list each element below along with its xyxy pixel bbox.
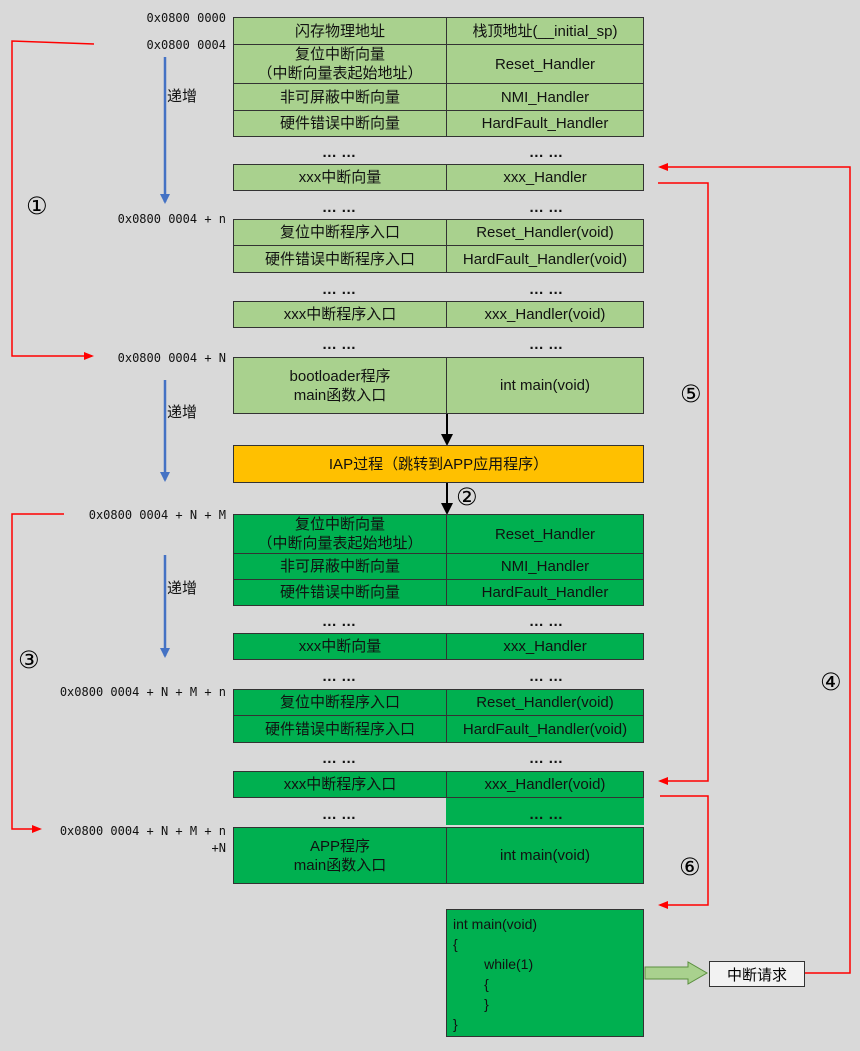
lower-ellipsis-4-right: … … bbox=[528, 806, 564, 823]
marker-3: ③ bbox=[18, 646, 40, 674]
upper-reset-handler-cell: Reset_Handler bbox=[446, 44, 644, 84]
lower-ellipsis-2-right: … … bbox=[528, 668, 564, 685]
upper-nmi-vector-cell: 非可屏蔽中断向量 bbox=[233, 83, 447, 111]
code-line: } bbox=[453, 1016, 458, 1032]
lower-ellipsis-4-left: … … bbox=[321, 806, 357, 823]
marker-4: ④ bbox=[820, 668, 842, 696]
path-6 bbox=[658, 795, 709, 909]
lower-hardfault-entry-func-cell: HardFault_Handler(void) bbox=[446, 715, 644, 743]
lower-xxx-handler-cell: xxx_Handler bbox=[446, 633, 644, 660]
interrupt-request-box: 中断请求 bbox=[709, 961, 805, 987]
marker-5: ⑤ bbox=[680, 380, 702, 408]
lower-reset-entry-func-cell: Reset_Handler(void) bbox=[446, 689, 644, 716]
lower-ellipsis-3-right: … … bbox=[528, 750, 564, 767]
lower-reset-entry-cell: 复位中断程序入口 bbox=[233, 689, 447, 716]
upper-reset-entry-cell: 复位中断程序入口 bbox=[233, 219, 447, 246]
upper-hardfault-entry-cell: 硬件错误中断程序入口 bbox=[233, 245, 447, 273]
upper-ellipsis-1-right: … … bbox=[528, 144, 564, 161]
increase-label-1: 递增 bbox=[167, 88, 198, 105]
upper-ellipsis-3-left: … … bbox=[321, 281, 357, 298]
code-line: { bbox=[453, 976, 489, 992]
lower-reset-vector-cell: 复位中断向量 （中断向量表起始地址） bbox=[233, 514, 447, 554]
lower-ellipsis-2-left: … … bbox=[321, 668, 357, 685]
marker-1: ① bbox=[26, 192, 48, 220]
upper-reset-vector-cell: 复位中断向量 （中断向量表起始地址） bbox=[233, 44, 447, 84]
marker-6: ⑥ bbox=[679, 853, 701, 881]
path-4 bbox=[658, 163, 851, 974]
upper-xxx-entry-func-cell: xxx_Handler(void) bbox=[446, 301, 644, 328]
lower-hardfault-handler-cell: HardFault_Handler bbox=[446, 579, 644, 606]
lower-ellipsis-1-left: … … bbox=[321, 613, 357, 630]
bracket-3 bbox=[11, 513, 64, 833]
lower-xxx-vector-cell: xxx中断向量 bbox=[233, 633, 447, 660]
green-block-arrow bbox=[644, 961, 708, 985]
upper-ellipsis-4-right: … … bbox=[528, 336, 564, 353]
upper-ellipsis-2-right: … … bbox=[528, 199, 564, 216]
main-code-box: int main(void) { while(1) { } } bbox=[446, 909, 644, 1037]
lower-xxx-entry-func-cell: xxx_Handler(void) bbox=[446, 771, 644, 798]
address-4-N-M-n-N-suffix: +N bbox=[211, 841, 226, 855]
lower-nmi-vector-cell: 非可屏蔽中断向量 bbox=[233, 553, 447, 580]
lower-hardfault-entry-cell: 硬件错误中断程序入口 bbox=[233, 715, 447, 743]
app-int-main-cell: int main(void) bbox=[446, 827, 644, 884]
bracket-1 bbox=[11, 40, 95, 360]
upper-ellipsis-4-left: … … bbox=[321, 336, 357, 353]
bootloader-main-cell: bootloader程序 main函数入口 bbox=[233, 357, 447, 414]
lower-ellipsis-4-right-bg bbox=[446, 798, 644, 825]
address-base: 0x0800 0000 bbox=[146, 11, 226, 25]
upper-hardfault-entry-func-cell: HardFault_Handler(void) bbox=[446, 245, 644, 273]
lower-nmi-handler-cell: NMI_Handler bbox=[446, 553, 644, 580]
code-line: while(1) bbox=[453, 956, 534, 972]
code-line: { bbox=[453, 936, 458, 952]
upper-reset-entry-func-cell: Reset_Handler(void) bbox=[446, 219, 644, 246]
address-4-n: 0x0800 0004 + n bbox=[117, 212, 226, 226]
lower-reset-handler-cell: Reset_Handler bbox=[446, 514, 644, 554]
lower-ellipsis-3-left: … … bbox=[321, 750, 357, 767]
increase-label-2: 递增 bbox=[167, 404, 198, 421]
marker-2: ② bbox=[456, 483, 478, 511]
path-5 bbox=[658, 182, 709, 785]
upper-hardfault-handler-cell: HardFault_Handler bbox=[446, 110, 644, 137]
upper-ellipsis-2-left: … … bbox=[321, 199, 357, 216]
address-4-N-M: 0x0800 0004 + N + M bbox=[88, 508, 226, 522]
code-line: } bbox=[453, 996, 489, 1012]
upper-flash-address-cell: 闪存物理地址 bbox=[233, 17, 447, 45]
lower-ellipsis-1-right: … … bbox=[528, 613, 564, 630]
address-4-N-M-n-N: 0x0800 0004 + N + M + n bbox=[59, 824, 226, 838]
upper-ellipsis-3-right: … … bbox=[528, 281, 564, 298]
lower-xxx-entry-cell: xxx中断程序入口 bbox=[233, 771, 447, 798]
address-4-N-M-n: 0x0800 0004 + N + M + n bbox=[59, 685, 226, 699]
upper-ellipsis-1-left: … … bbox=[321, 144, 357, 161]
iap-process-box: IAP过程（跳转到APP应用程序） bbox=[233, 445, 644, 483]
upper-hardfault-vector-cell: 硬件错误中断向量 bbox=[233, 110, 447, 137]
increase-label-3: 递增 bbox=[167, 580, 198, 597]
address-4-N: 0x0800 0004 + N bbox=[117, 351, 226, 365]
code-line: int main(void) bbox=[453, 916, 538, 932]
bootloader-int-main-cell: int main(void) bbox=[446, 357, 644, 414]
app-main-cell: APP程序 main函数入口 bbox=[233, 827, 447, 884]
upper-xxx-vector-cell: xxx中断向量 bbox=[233, 164, 447, 191]
lower-hardfault-vector-cell: 硬件错误中断向量 bbox=[233, 579, 447, 606]
upper-stack-top-cell: 栈顶地址(__initial_sp) bbox=[446, 17, 644, 45]
upper-xxx-handler-cell: xxx_Handler bbox=[446, 164, 644, 191]
upper-xxx-entry-cell: xxx中断程序入口 bbox=[233, 301, 447, 328]
upper-nmi-handler-cell: NMI_Handler bbox=[446, 83, 644, 111]
address-4: 0x0800 0004 bbox=[146, 38, 226, 52]
